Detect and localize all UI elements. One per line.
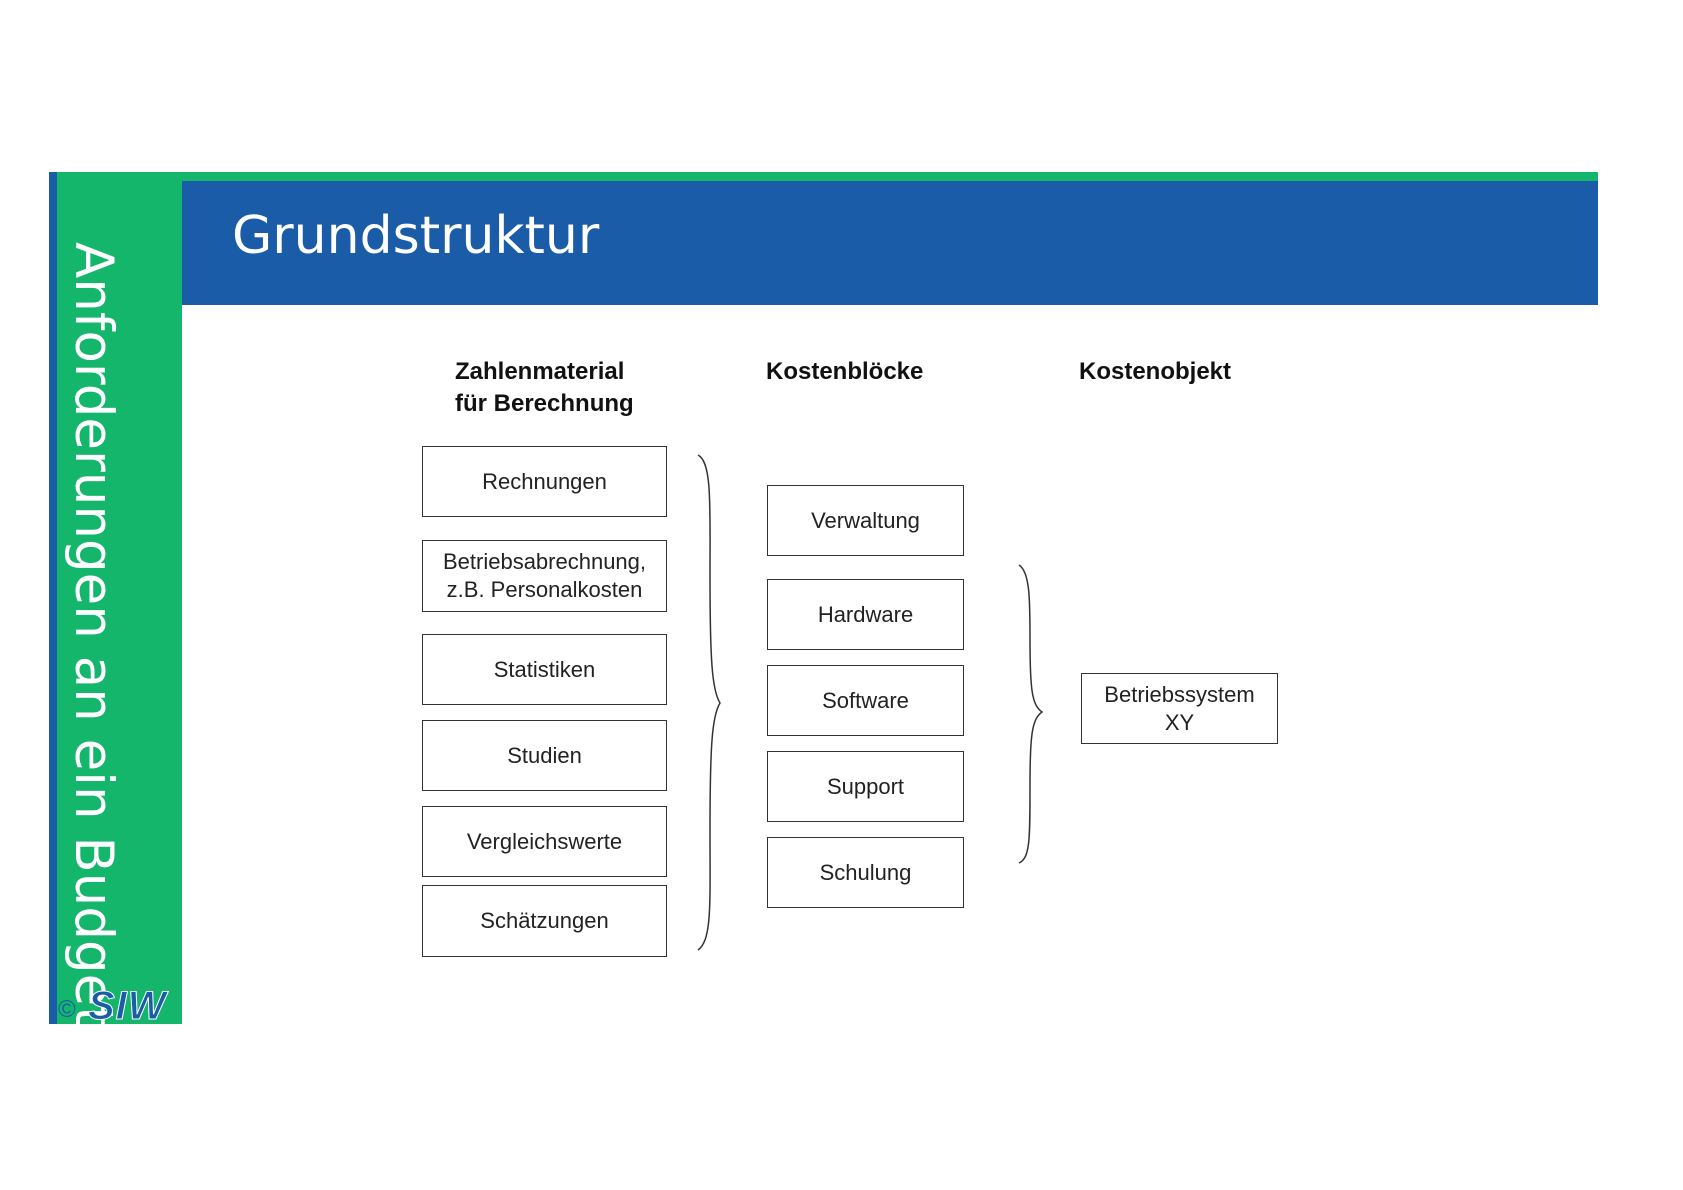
- cost-block-schulung: Schulung: [767, 837, 964, 908]
- source-box-statistiken: Statistiken: [422, 634, 667, 705]
- source-box-rechnungen: Rechnungen: [422, 446, 667, 517]
- sidebar-accent-bar: [49, 172, 57, 1024]
- header-bar: [182, 181, 1598, 305]
- cost-block-verwaltung: Verwaltung: [767, 485, 964, 556]
- copyright-symbol: ©: [58, 996, 76, 1023]
- cost-object-line-1: Betriebssystem: [1104, 681, 1255, 707]
- source-box-schaetzungen: Schätzungen: [422, 885, 667, 957]
- siw-logo: SIW: [88, 984, 167, 1028]
- column-1-heading-line-1: Zahlenmaterial: [455, 358, 625, 385]
- source-box-betriebsabrechnung: Betriebsabrechnung, z.B. Personalkosten: [422, 540, 667, 612]
- column-2-heading: Kostenblöcke: [766, 358, 924, 385]
- column-3-heading: Kostenobjekt: [1079, 358, 1232, 385]
- cost-object-box: Betriebssystem XY: [1081, 673, 1278, 744]
- source-box-vergleichswerte: Vergleichswerte: [422, 806, 667, 877]
- sidebar: [57, 172, 182, 1024]
- cost-block-software: Software: [767, 665, 964, 736]
- brace-blocks-to-object: [1018, 564, 1044, 864]
- cost-block-hardware: Hardware: [767, 579, 964, 650]
- header-top-line: [182, 172, 1598, 181]
- cost-object-line-2: XY: [1164, 709, 1195, 735]
- page-title: Grundstruktur: [232, 206, 600, 266]
- brace-sources-to-blocks: [697, 454, 721, 951]
- cost-block-support: Support: [767, 751, 964, 822]
- column-1-heading: Zahlenmaterial für Berechnung: [455, 356, 634, 420]
- source-box-studien: Studien: [422, 720, 667, 791]
- column-1-heading-line-2: für Berechnung: [455, 390, 634, 417]
